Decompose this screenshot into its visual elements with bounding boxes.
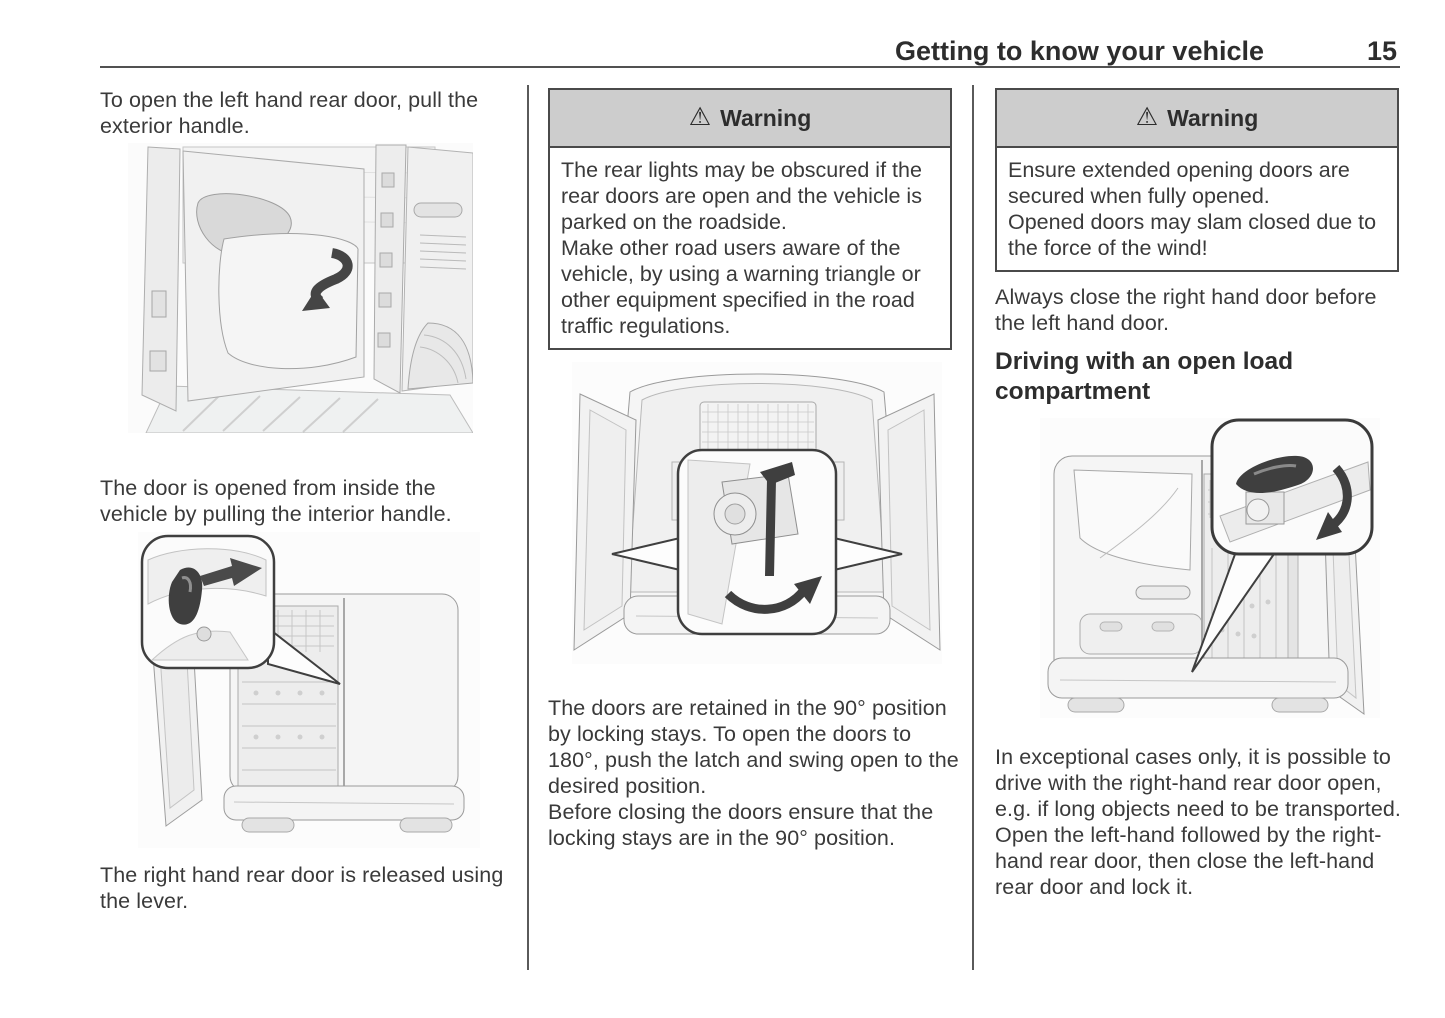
- locking-stay-latch-icon: [760, 462, 795, 576]
- page-number: 15: [1366, 36, 1397, 66]
- warning-line: The rear lights may be obscured if the r…: [561, 158, 922, 234]
- warning-icon: ⚠: [1135, 102, 1159, 131]
- open-direction-arrow-icon: [200, 558, 262, 586]
- para-interior-handle: The door is opened from inside the vehic…: [100, 476, 452, 526]
- para-locking-stays-block: The doors are retained in the 90° positi…: [548, 695, 960, 851]
- warning-header: ⚠ Warning: [550, 90, 950, 148]
- warning-line: Ensure extended opening doors are secure…: [1008, 158, 1350, 208]
- warning-box-rear-lights: ⚠ Warning The rear lights may be obscure…: [548, 88, 952, 350]
- para-close-order: Always close the right hand door before …: [995, 285, 1377, 335]
- illustration-exterior-handle: [128, 143, 473, 433]
- para-lever: The right hand rear door is released usi…: [100, 863, 504, 913]
- interior-handle-icon: [168, 567, 203, 625]
- swing-arrow-icon: [724, 576, 822, 614]
- header-rule: [100, 66, 1400, 68]
- para-locking-stays: The doors are retained in the 90° positi…: [548, 696, 959, 798]
- illustration-interior-handle: [138, 532, 480, 848]
- warning-box-extended-doors: ⚠ Warning Ensure extended opening doors …: [995, 88, 1399, 272]
- para-open-left-door: To open the left hand rear door, pull th…: [100, 88, 479, 138]
- column-divider-2: [972, 85, 974, 970]
- warning-line: Make other road users aware of the vehic…: [561, 236, 921, 338]
- warning-body: The rear lights may be obscured if the r…: [550, 148, 950, 348]
- heading-open-load-compartment: Driving with an open load compartment: [995, 348, 1294, 405]
- release-lever-icon: [1236, 455, 1313, 494]
- warning-title: Warning: [720, 104, 812, 131]
- warning-body: Ensure extended opening doors are secure…: [997, 148, 1397, 270]
- column-divider-1: [527, 85, 529, 970]
- page-title: Getting to know your vehicle: [894, 36, 1264, 66]
- warning-line: Opened doors may slam closed due to the …: [1008, 210, 1377, 260]
- pull-arrow-icon: [302, 248, 353, 311]
- para-before-closing: Before closing the doors ensure that the…: [548, 800, 934, 850]
- warning-title: Warning: [1167, 104, 1259, 131]
- illustration-open-load-compartment: [1040, 418, 1380, 718]
- para-exceptional-cases: In exceptional cases only, it is possibl…: [995, 745, 1402, 899]
- warning-header: ⚠ Warning: [997, 90, 1397, 148]
- lever-arrow-icon: [1316, 464, 1352, 540]
- warning-icon: ⚠: [688, 102, 712, 131]
- illustration-locking-stays: [572, 362, 942, 664]
